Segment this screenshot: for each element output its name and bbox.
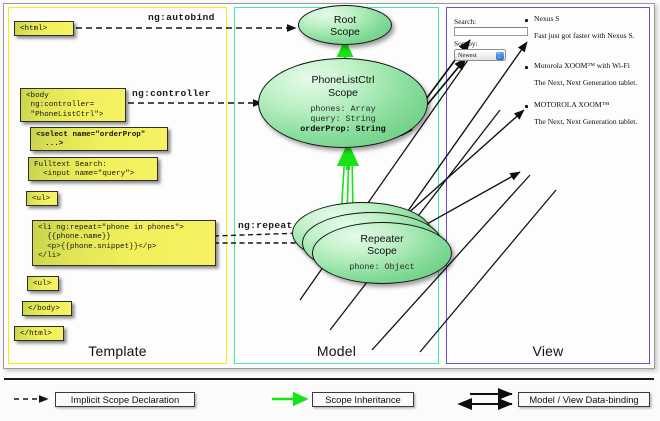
scope-root-title-line1: Root — [333, 14, 357, 26]
scope-root-title-line2: Scope — [330, 26, 360, 38]
stepper-icon[interactable] — [495, 51, 504, 60]
view-search-input[interactable] — [454, 27, 528, 36]
phone-name: Motorola XOOM™ with Wi-Fi — [534, 61, 630, 70]
scope-phonelistctrl-prop-orderprop: orderProp: String — [300, 124, 386, 134]
view-search-label: Search: — [454, 17, 477, 26]
code-box-fulltext: Fulltext Search: <input name="query"> — [28, 157, 158, 181]
scope-phonelistctrl-title-line2: Scope — [328, 87, 358, 99]
scope-repeater-title-line2: Scope — [367, 245, 397, 257]
legend-item-implicit-scope-declaration: Implicit Scope Declaration — [55, 392, 195, 407]
phone-name: Nexus S — [534, 14, 560, 23]
code-box-body-close: </body> — [22, 301, 72, 316]
code-box-ul-open: <ul> — [26, 191, 58, 206]
view-sort-select[interactable]: Newest — [454, 49, 506, 61]
scope-ellipse-repeater: Repeater Scope phone: Object — [312, 222, 452, 284]
panel-label-template: Template — [88, 343, 147, 359]
view-sort-label: Sort by: — [454, 39, 478, 48]
phone-name: MOTOROLA XOOM™ — [534, 100, 610, 109]
scope-phonelistctrl-prop-phones: phones: Array — [310, 104, 376, 114]
list-bullet — [525, 66, 528, 69]
scope-ellipse-phonelistctrl: PhoneListCtrl Scope phones: Array query:… — [258, 58, 428, 148]
connector-label-autobind: ng:autobind — [148, 12, 215, 23]
scope-repeater-title-line1: Repeater — [360, 233, 404, 245]
phone-snippet: The Next, Next Generation tablet. — [534, 117, 638, 126]
code-box-select: <select name="orderProp" ...> — [30, 127, 168, 151]
legend-item-model-view-data-binding: Model / View Data-binding — [518, 392, 650, 407]
list-bullet — [525, 105, 528, 108]
code-box-li-repeat: <li ng:repeat="phone in phones"> {{phone… — [32, 220, 216, 266]
scope-ellipse-root: Root Scope — [298, 5, 392, 45]
view-sort-selected-value: Newest — [458, 52, 477, 59]
list-bullet — [525, 19, 528, 22]
legend-divider — [4, 378, 654, 380]
code-box-html-close: </html> — [14, 326, 64, 341]
scope-phonelistctrl-title-line1: PhoneListCtrl — [311, 74, 375, 86]
phone-snippet: The Next, Next Generation tablet. — [534, 78, 638, 87]
code-box-html-open: <html> — [14, 21, 74, 36]
connector-label-repeat: ng:repeat — [238, 220, 293, 231]
panel-label-view: View — [532, 343, 564, 359]
code-box-ul-close: <ul> — [27, 276, 59, 291]
code-box-body-open: <body ng:controller= "PhoneListCtrl"> — [20, 88, 126, 122]
scope-phonelistctrl-prop-query: query: String — [310, 114, 376, 124]
phone-snippet: Fast just got faster with Nexus S. — [534, 31, 635, 40]
panel-label-model: Model — [316, 343, 357, 359]
scope-repeater-prop-phone: phone: Object — [349, 262, 415, 272]
connector-label-controller: ng:controller — [132, 88, 211, 99]
legend-item-scope-inheritance: Scope Inheritance — [312, 392, 414, 407]
